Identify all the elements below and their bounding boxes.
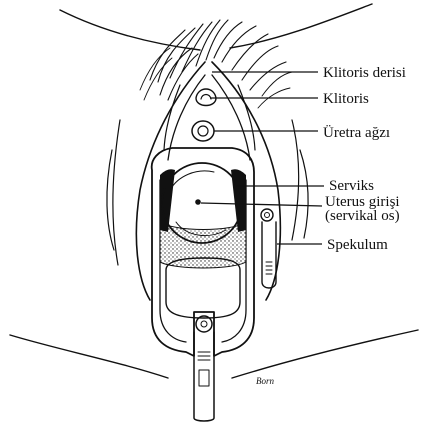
clitoris-region [196,89,216,106]
label-speculum: Spekulum [327,237,388,253]
label-urethral-opening: Üretra ağzı [323,124,390,141]
labels: Klitoris derisi Klitoris Üretra ağzı Ser… [323,65,406,253]
speculum-handle [194,316,214,421]
speculum-screw [261,209,276,288]
pubic-hair [140,20,292,108]
leader-uterus [201,203,322,206]
label-cervix: Serviks [329,178,374,194]
urethral-opening [192,121,214,141]
label-uterine-opening-2: (servikal os) [325,208,400,224]
cervical-os [195,199,201,205]
artist-signature: Born [256,376,275,386]
speculum-body [152,148,254,356]
label-clitoris: Klitoris [323,91,369,107]
label-clitoral-hood: Klitoris derisi [323,65,406,81]
